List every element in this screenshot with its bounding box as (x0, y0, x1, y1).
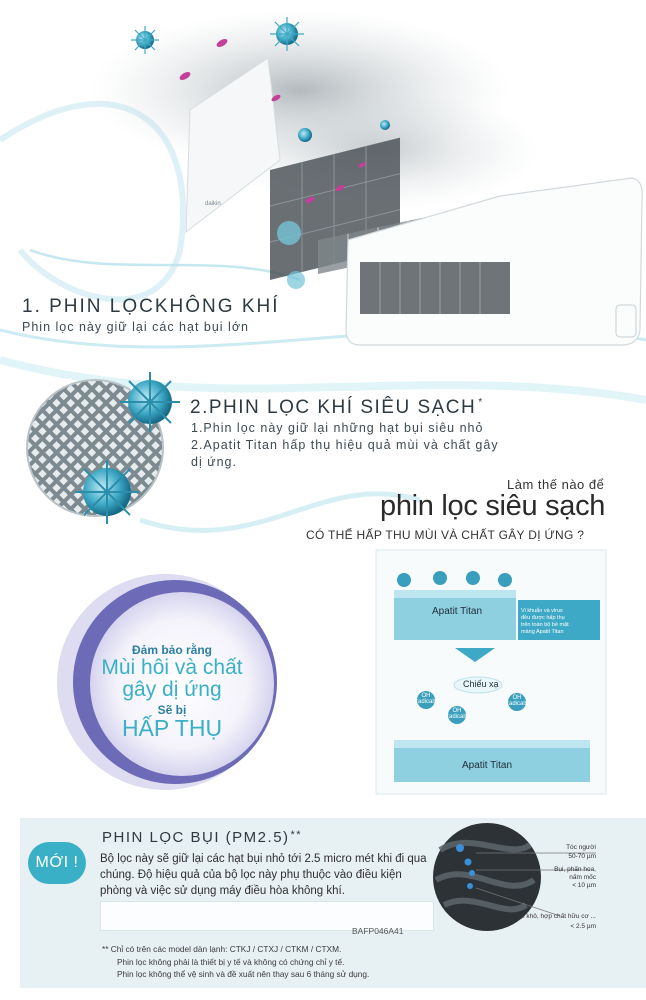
pm-title-mark: ** (290, 829, 303, 841)
size-pollen-c: < 10 µm (572, 882, 596, 889)
size-hair-a: Tóc người (566, 844, 596, 851)
pm-title: PHIN LỌC BỤI (PM2.5)** (102, 829, 302, 846)
radicals-1: radicals (416, 699, 437, 705)
section2-line2: 2.Apatit Titan hấp thụ hiệu quả mùi và c… (191, 438, 499, 452)
section2-line1: 1.Phin lọc này giữ lại những hạt bụi siê… (191, 421, 484, 435)
oh-2: OH (452, 708, 462, 714)
circle-line3: gây dị ứng (122, 678, 222, 701)
diagram-top-label: Apatit Titan (432, 606, 483, 617)
diagram-bottom-label: Apatit Titan (462, 760, 513, 771)
footnote-line1: ** Chỉ có trên các model dàn lạnh: CTKJ … (102, 944, 342, 954)
diagram-note-line2: đều được hấp thụ (521, 615, 565, 621)
diagram-note-line4: màng Apatit Titan (521, 629, 564, 635)
circle-line1: Đảm bảo rằng (131, 643, 212, 657)
radicals-2: radicals (447, 714, 468, 720)
size-dust-b: < 2.5 µm (570, 923, 596, 930)
size-hair-b: 50-70 µm (568, 853, 596, 860)
section1-subtitle: Phin lọc này giữ lại các hạt bụi lớn (22, 320, 249, 334)
footnote-line3: Phin lọc không thể vệ sinh và đề xuất nê… (117, 969, 370, 979)
diagram-note-line1: Vi khuẩn và virus (521, 608, 563, 614)
circle-line4: Sẽ bị (157, 703, 187, 717)
footnote-line2: Phin lọc không phải là thiết bị y tế và … (117, 957, 345, 967)
section2-title-mark: * (478, 397, 484, 408)
how-caption: CÓ THỂ HẤP THU MÙI VÀ CHẤT GÂY DỊ ỨNG ? (306, 528, 585, 542)
section2-title-text: 2.PHIN LỌC KHÍ SIÊU SẠCH (190, 397, 477, 418)
size-label-pollen: Bụi, phấn hoa, nấm mốc < 10 µm (554, 866, 596, 890)
pm-title-text: PHIN LỌC BỤI (PM2.5) (102, 829, 290, 846)
section1-title: 1. PHIN LỌCKHÔNG KHÍ (22, 296, 280, 317)
section2-title: 2.PHIN LỌC KHÍ SIÊU SẠCH* (190, 397, 484, 419)
section2-line3: dị ứng. (191, 455, 237, 469)
size-label-dust: Bụi khô, hợp chất hữu cơ ... < 2.5 µm (515, 912, 596, 932)
how-headline: phin lọc siêu sạch (380, 490, 606, 522)
circle-line5: HẤP THỤ (121, 715, 223, 741)
oh-1: OH (421, 693, 431, 699)
size-pollen-a: Bụi, phấn hoa, (554, 866, 596, 873)
oh-3: OH (512, 695, 522, 701)
how-intro: Làm thế nào để (507, 477, 605, 492)
pm-description: Bộ lọc này sẽ giữ lại các hạt bụi nhỏ tớ… (100, 853, 427, 897)
filter-sample-strip (100, 901, 434, 931)
diagram-note: Vi khuẩn và virus đều được hấp thụ trên … (521, 608, 569, 636)
new-badge: MỚI ! (28, 842, 86, 884)
size-dust-a: Bụi khô, hợp chất hữu cơ ... (515, 913, 596, 920)
radicals-3: radicals (507, 701, 528, 707)
filter-code: BAFP046A41 (352, 926, 404, 936)
diagram-irradiation-label: Chiếu xạ (463, 679, 499, 689)
svg-text:daikin: daikin (205, 201, 221, 207)
size-pollen-b: nấm mốc (569, 874, 596, 881)
circle-line2: Mùi hôi và chất (101, 656, 243, 679)
pm-magnifier (433, 823, 596, 931)
size-label-hair: Tóc người 50-70 µm (566, 843, 596, 861)
diagram-note-line3: trên toàn bộ bề mặt (521, 622, 569, 628)
